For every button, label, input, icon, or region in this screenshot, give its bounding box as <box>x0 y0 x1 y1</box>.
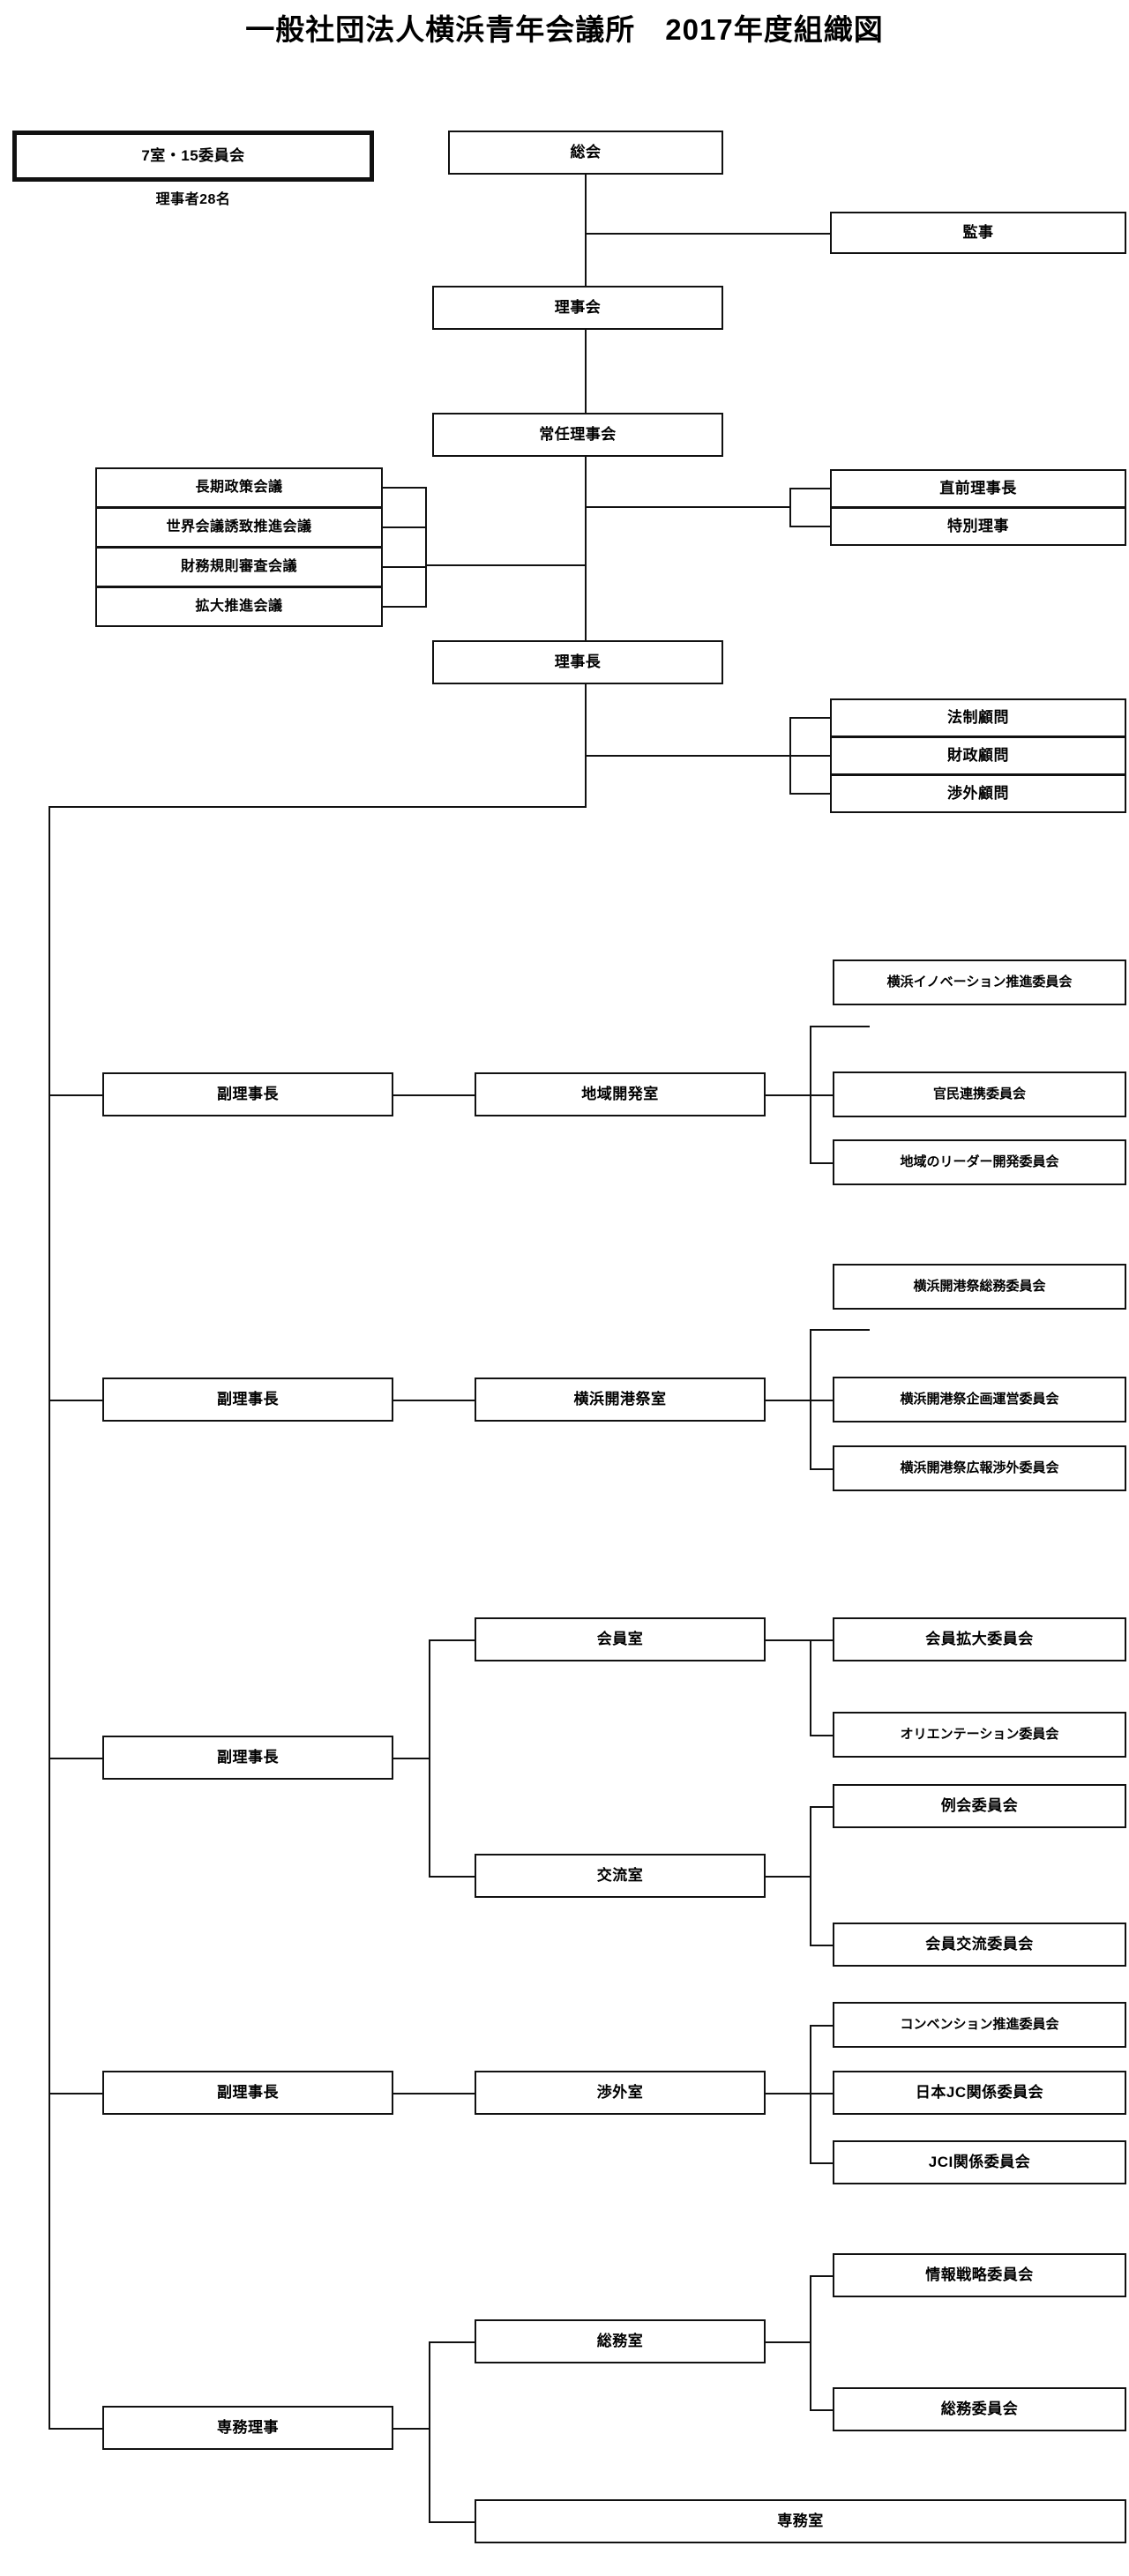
connector-room-soumu-out <box>766 2341 811 2343</box>
connector-room-0-committee-0-stub <box>810 1026 870 1027</box>
node-room-chiiki-kaihatsu: 地域開発室 <box>475 1072 766 1116</box>
node-committee-jci: JCI関係委員会 <box>833 2140 1126 2184</box>
connector-room-kouryu-stub <box>429 1876 476 1878</box>
page-title: 一般社団法人横浜青年会議所 2017年度組織図 <box>245 13 884 46</box>
connector-branch-3-officer-to-room <box>393 2093 476 2094</box>
connector-branch-2-room-spine <box>429 1639 430 1878</box>
node-room-senmu: 専務室 <box>475 2499 1126 2543</box>
connector-president-to-main-trunk <box>49 806 587 808</box>
node-room-soumu: 総務室 <box>475 2319 766 2363</box>
node-committee-chiiki-leader: 地域のリーダー開発委員会 <box>833 1139 1126 1185</box>
connector-general-meeting-down <box>585 175 587 287</box>
connector-advisor-1-stub <box>789 755 832 757</box>
node-special-officer-0: 直前理事長 <box>830 469 1126 508</box>
node-branch-3-officer: 副理事長 <box>102 2071 393 2115</box>
node-committee-kaiin-kouryu: 会員交流委員会 <box>833 1923 1126 1967</box>
node-committee-kaikosai-kouhou: 横浜開港祭広報渉外委員会 <box>833 1445 1126 1491</box>
connector-room-soumu-spine <box>810 2275 811 2410</box>
connector-conference-0-stub <box>383 487 427 489</box>
connector-to-auditor <box>585 233 832 235</box>
connector-branch-0-stub <box>49 1094 104 1096</box>
node-committee-kaikosai-soumu: 横浜開港祭総務委員会 <box>833 1264 1126 1310</box>
connector-special-spine-to-trunk <box>585 506 791 508</box>
node-committee-kaiin-kakudai: 会員拡大委員会 <box>833 1617 1126 1661</box>
node-conference-2: 財務規則審査会議 <box>95 547 383 587</box>
connector-special-1-stub <box>789 526 832 527</box>
connector-main-trunk <box>49 806 50 2429</box>
connector-room-kaiin-stub <box>429 1639 476 1641</box>
node-branch-4-officer: 専務理事 <box>102 2406 393 2450</box>
connector-branch-2-officer-out <box>393 1758 430 1759</box>
connector-board-to-standing <box>585 330 587 414</box>
node-committee-reikai: 例会委員会 <box>833 1784 1126 1828</box>
connector-branch-4-stub <box>49 2428 104 2430</box>
connector-conference-1-stub <box>383 526 427 528</box>
node-standing-board: 常任理事会 <box>432 413 723 457</box>
node-advisor-2: 渉外顧問 <box>830 774 1126 813</box>
connector-conference-spine <box>425 487 427 608</box>
node-room-kaikosai: 横浜開港祭室 <box>475 1378 766 1422</box>
connector-branch-2-stub <box>49 1758 104 1759</box>
connector-standing-to-president <box>585 457 587 642</box>
connector-room-3-out <box>766 2093 811 2094</box>
connector-room-senmu-stub <box>429 2521 476 2523</box>
node-committee-joho-senryaku: 情報戦略委員会 <box>833 2253 1126 2297</box>
connector-room-kaiin-spine <box>810 1639 811 1736</box>
node-committee-kaikosai-kikaku: 横浜開港祭企画運営委員会 <box>833 1377 1126 1422</box>
connector-room-1-out <box>766 1400 811 1401</box>
node-board-of-directors: 理事会 <box>432 286 723 330</box>
node-auditor: 監事 <box>830 212 1126 254</box>
node-conference-1: 世界会議誘致推進会議 <box>95 507 383 548</box>
connector-branch-1-stub <box>49 1400 104 1401</box>
connector-conference-3-stub <box>383 606 427 608</box>
connector-advisor-2-stub <box>789 793 832 795</box>
connector-conference-2-stub <box>383 566 427 568</box>
node-branch-2-officer: 副理事長 <box>102 1736 393 1780</box>
connector-room-kaiin-out <box>766 1639 811 1641</box>
connector-president-to-advisors <box>585 755 791 757</box>
node-special-officer-1: 特別理事 <box>830 507 1126 546</box>
connector-conference-spine-to-trunk <box>425 564 587 566</box>
connector-room-kouryu-spine <box>810 1806 811 1945</box>
node-room-kaiin: 会員室 <box>475 1617 766 1661</box>
node-committee-nihon-jc: 日本JC関係委員会 <box>833 2071 1126 2115</box>
connector-special-0-stub <box>789 488 832 489</box>
connector-branch-4-room-spine <box>429 2341 430 2522</box>
node-conference-0: 長期政策会議 <box>95 467 383 508</box>
connector-room-1-committee-0-stub <box>810 1329 870 1331</box>
node-committee-convention: コンベンション推進委員会 <box>833 2002 1126 2048</box>
node-advisor-0: 法制顧問 <box>830 698 1126 737</box>
node-committee-orientation: オリエンテーション委員会 <box>833 1712 1126 1758</box>
node-room-shogai: 渉外室 <box>475 2071 766 2115</box>
connector-branch-3-stub <box>49 2093 104 2094</box>
node-committee-kanmin-renkei: 官民連携委員会 <box>833 1071 1126 1117</box>
node-conference-3: 拡大推進会議 <box>95 586 383 627</box>
node-room-kouryu: 交流室 <box>475 1854 766 1898</box>
node-advisor-1: 財政顧問 <box>830 736 1126 775</box>
node-general-meeting: 総会 <box>448 131 723 175</box>
node-president: 理事長 <box>432 640 723 684</box>
node-branch-0-officer: 副理事長 <box>102 1072 393 1116</box>
connector-branch-1-officer-to-room <box>393 1400 476 1401</box>
connector-advisor-0-stub <box>789 717 832 719</box>
connector-room-0-out <box>766 1094 811 1096</box>
connector-room-soumu-stub <box>429 2341 476 2343</box>
summary-caption: 理事者28名 <box>155 192 231 207</box>
connector-branch-4-officer-out <box>393 2428 430 2430</box>
node-branch-1-officer: 副理事長 <box>102 1378 393 1422</box>
connector-branch-0-officer-to-room <box>393 1094 476 1096</box>
node-committee-yokohama-innovation: 横浜イノベーション推進委員会 <box>833 959 1126 1005</box>
node-committee-soumu: 総務委員会 <box>833 2387 1126 2431</box>
connector-president-down <box>585 684 587 808</box>
summary-box: 7室・15委員会 <box>12 131 374 182</box>
connector-room-kouryu-out <box>766 1876 811 1878</box>
